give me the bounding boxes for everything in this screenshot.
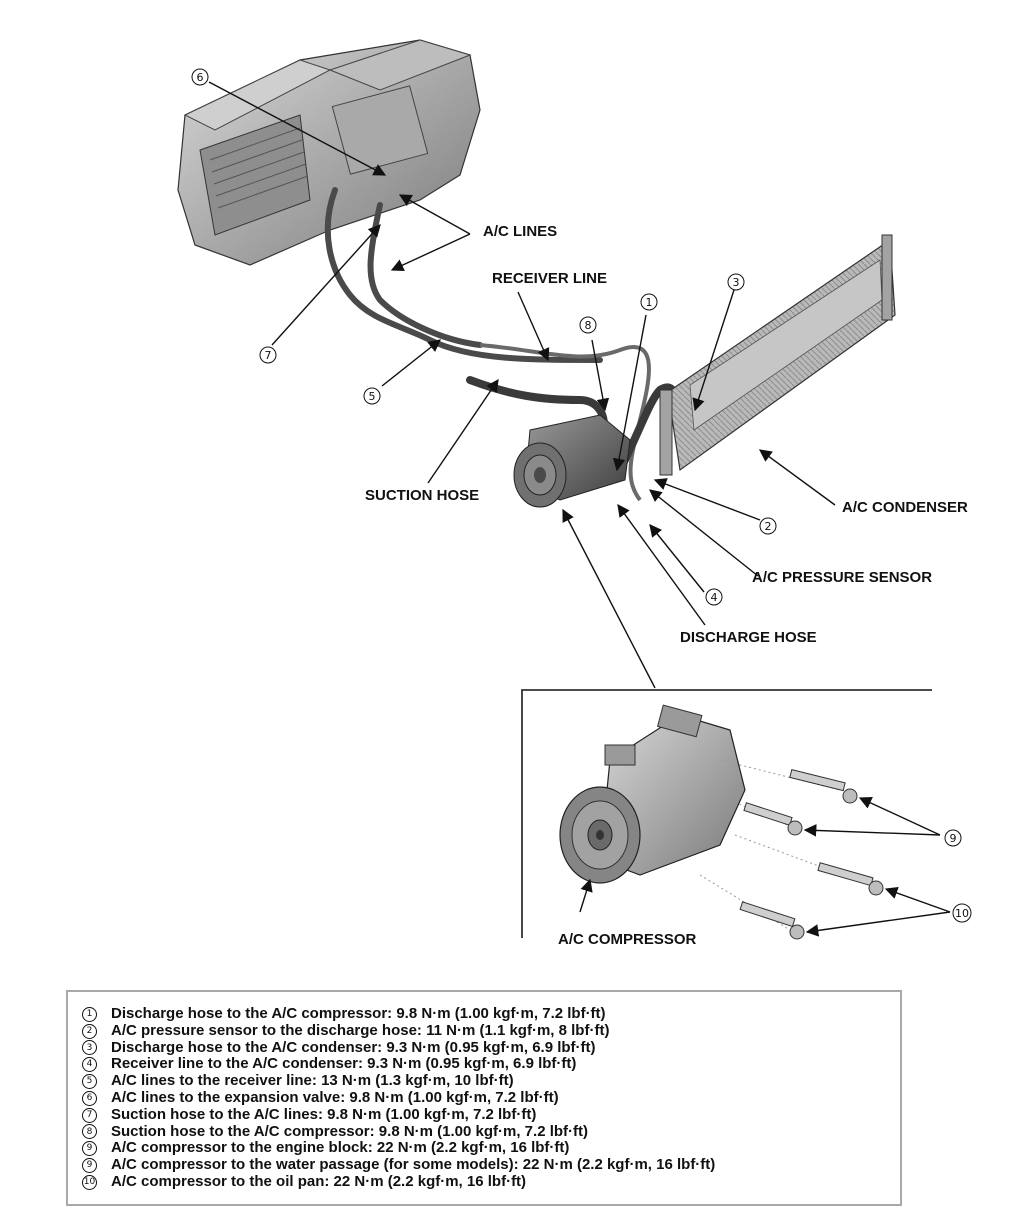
- bolt-1: [719, 759, 858, 804]
- label-ac-condenser: A/C CONDENSER: [842, 499, 968, 516]
- spec-callout-icon: 3: [82, 1040, 97, 1056]
- spec-callout-icon: 5: [82, 1074, 97, 1090]
- label-suction-hose: SUCTION HOSE: [365, 487, 479, 504]
- spec-callout-icon: 2: [82, 1023, 97, 1039]
- bolt-2: [729, 799, 803, 836]
- callout-6: 6: [197, 71, 204, 84]
- torque-spec-item: 4 Receiver line to the A/C condenser: 9.3…: [82, 1056, 900, 1073]
- spec-text: A/C pressure sensor to the discharge hos…: [111, 1021, 610, 1039]
- label-ac-pressure-sensor: A/C PRESSURE SENSOR: [752, 569, 932, 586]
- callout-9: 9: [950, 832, 957, 845]
- callout-8: 8: [585, 319, 592, 332]
- spec-text: Discharge hose to the A/C condenser: 9.3…: [111, 1038, 596, 1056]
- torque-spec-list: 1 Discharge hose to the A/C compressor: 9…: [68, 992, 900, 1191]
- label-discharge-hose: DISCHARGE HOSE: [680, 629, 817, 646]
- detail-inset-frame: [521, 689, 932, 938]
- callout-3: 3: [733, 276, 740, 289]
- torque-spec-item: 2 A/C pressure sensor to the discharge ho…: [82, 1021, 900, 1040]
- hvac-unit-icon: [177, 39, 481, 266]
- torque-spec-item: 10 A/C compressor to the oil pan: 22 N·m …: [82, 1172, 900, 1191]
- bolt-4: [699, 874, 805, 940]
- torque-spec-item: 5 A/C lines to the receiver line: 13 N·m …: [82, 1072, 900, 1090]
- torque-spec-item: 3 Discharge hose to the A/C condenser: 9.…: [82, 1038, 900, 1057]
- torque-spec-item: 6 A/C lines to the expansion valve: 9.8 N…: [82, 1088, 900, 1107]
- torque-spec-item: 9 A/C compressor to the engine block: 22 …: [82, 1140, 900, 1157]
- torque-spec-item: 8 Suction hose to the A/C compressor: 9.8…: [82, 1122, 900, 1141]
- torque-spec-box: 1 Discharge hose to the A/C compressor: 9…: [66, 990, 902, 1206]
- spec-text: A/C lines to the receiver line: 13 N·m (…: [111, 1072, 514, 1090]
- spec-callout-icon: 6: [82, 1090, 97, 1106]
- spec-callout-icon: 10: [82, 1174, 97, 1190]
- spec-text: A/C compressor to the engine block: 22 N…: [111, 1139, 570, 1157]
- torque-spec-item: 1 Discharge hose to the A/C compressor: 9…: [82, 1005, 900, 1023]
- label-receiver-line: RECEIVER LINE: [492, 270, 607, 287]
- compressor-detail-icon: [559, 704, 746, 884]
- callout-4: 4: [711, 591, 718, 604]
- spec-text: Discharge hose to the A/C compressor: 9.…: [111, 1005, 606, 1022]
- callout-1: 1: [646, 296, 653, 309]
- label-ac-compressor: A/C COMPRESSOR: [558, 931, 697, 948]
- ac-system-diagram: 6 7 5 8 1 3 2 4 A/C LINES RECEIVER LINE …: [177, 39, 972, 948]
- bolt-icon: [699, 759, 884, 940]
- torque-spec-item: 7 Suction hose to the A/C lines: 9.8 N·m …: [82, 1105, 900, 1124]
- callout-5: 5: [369, 390, 376, 403]
- spec-callout-icon: 8: [82, 1124, 97, 1140]
- callouts-upper: 6 7 5 8 1 3 2 4: [191, 68, 777, 606]
- spec-text: A/C compressor to the oil pan: 22 N·m (2…: [111, 1172, 527, 1190]
- spec-callout-icon: 7: [82, 1107, 97, 1123]
- ac-lines-pipes: [324, 187, 603, 363]
- condenser-icon: [659, 234, 896, 476]
- spec-text: A/C compressor to the water passage (for…: [111, 1156, 716, 1174]
- torque-spec-item: 9 A/C compressor to the water passage (fo…: [82, 1156, 900, 1174]
- receiver-line-pipe: [479, 343, 651, 502]
- spec-callout-icon: 1: [82, 1006, 97, 1022]
- callout-7: 7: [265, 349, 272, 362]
- compressor-icon: [513, 414, 631, 508]
- spec-text: Receiver line to the A/C condenser: 9.3 …: [111, 1055, 577, 1073]
- spec-text: Suction hose to the A/C compressor: 9.8 …: [111, 1122, 589, 1140]
- callout-2: 2: [765, 520, 772, 533]
- spec-text: Suction hose to the A/C lines: 9.8 N·m (…: [111, 1105, 537, 1123]
- spec-callout-icon: 4: [82, 1057, 97, 1073]
- bolt-3: [734, 834, 884, 896]
- label-ac-lines: A/C LINES: [483, 223, 557, 240]
- callout-10: 10: [955, 907, 969, 920]
- spec-callout-icon: 9: [82, 1158, 97, 1174]
- spec-text: A/C lines to the expansion valve: 9.8 N·…: [111, 1088, 559, 1106]
- spec-callout-icon: 9: [82, 1141, 97, 1157]
